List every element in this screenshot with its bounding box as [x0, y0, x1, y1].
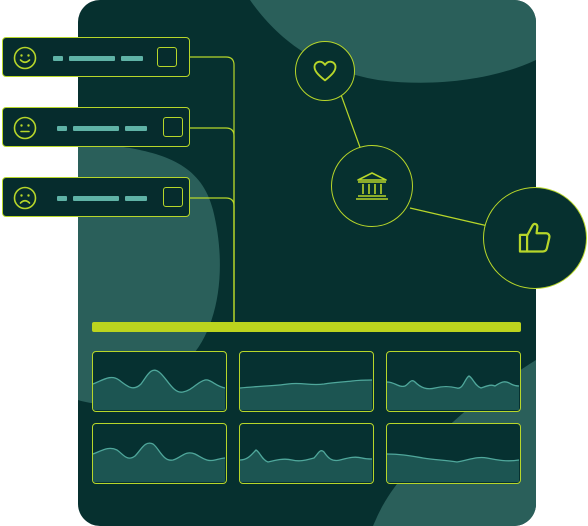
checkbox[interactable] [157, 47, 177, 67]
neutral-face-icon [13, 116, 37, 140]
sad-face-icon [13, 186, 37, 210]
thumbs-up-icon [518, 222, 551, 253]
feedback-card-happy [2, 37, 190, 77]
placeholder-text [121, 56, 143, 61]
waveform-5 [239, 423, 374, 484]
placeholder-text [125, 196, 147, 201]
smiley-face-icon [13, 46, 37, 70]
node-bank [331, 145, 413, 227]
progress-bar [92, 322, 521, 332]
node-thumbs-up [483, 187, 587, 289]
placeholder-text [73, 196, 119, 201]
heart-icon [313, 60, 337, 82]
placeholder-text [125, 126, 147, 131]
waveform-6 [386, 423, 521, 484]
checkbox[interactable] [163, 187, 183, 207]
placeholder-text [69, 56, 115, 61]
bank-icon [356, 172, 388, 200]
feedback-card-neutral [2, 107, 190, 147]
placeholder-text [57, 126, 67, 131]
checkbox[interactable] [163, 117, 183, 137]
feedback-card-sad [2, 177, 190, 217]
node-heart [295, 41, 355, 101]
placeholder-text [53, 56, 63, 61]
waveform-2 [239, 351, 374, 412]
waveform-1 [92, 351, 227, 412]
placeholder-text [73, 126, 119, 131]
waveform-4 [92, 423, 227, 484]
placeholder-text [57, 196, 67, 201]
waveform-3 [386, 351, 521, 412]
